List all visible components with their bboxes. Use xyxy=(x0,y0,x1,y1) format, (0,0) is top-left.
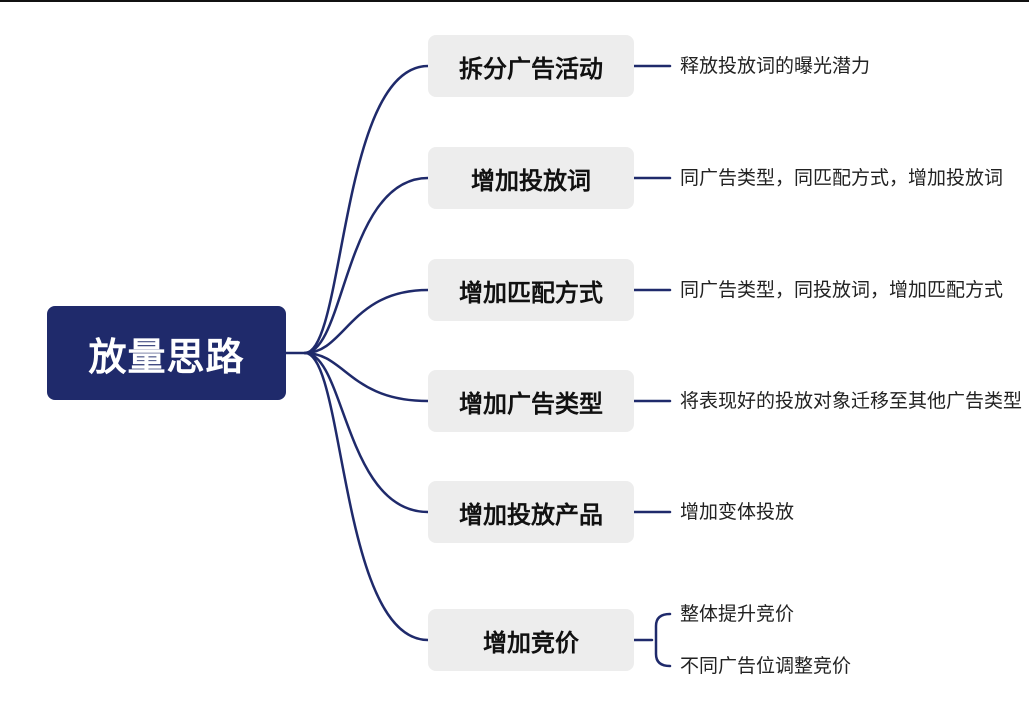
connector-to-branch-6 xyxy=(303,351,430,642)
leaf-node[interactable]: 将表现好的投放对象迁移至其他广告类型 xyxy=(680,390,1023,412)
branch-node-add-products[interactable]: 增加投放产品 xyxy=(428,481,634,543)
connector-to-branch-2 xyxy=(303,176,430,355)
leaf-node[interactable]: 同广告类型，同投放词，增加匹配方式 xyxy=(680,279,1004,301)
branch-node-label: 增加竞价 xyxy=(483,628,579,657)
top-border xyxy=(0,0,1029,2)
connector-to-branch-1 xyxy=(303,64,430,355)
root-node-label: 放量思路 xyxy=(88,334,245,379)
branch-node-label: 拆分广告活动 xyxy=(459,54,603,83)
leaf-node[interactable]: 增加变体投放 xyxy=(680,501,795,523)
branch-node-label: 增加匹配方式 xyxy=(459,278,603,307)
branch-node-add-match-type[interactable]: 增加匹配方式 xyxy=(428,259,634,321)
leaf-node[interactable]: 同广告类型，同匹配方式，增加投放词 xyxy=(680,167,1004,189)
leaf-node[interactable]: 释放投放词的曝光潜力 xyxy=(680,55,871,77)
branch-node-add-ad-type[interactable]: 增加广告类型 xyxy=(428,370,634,432)
branch-node-label: 增加投放词 xyxy=(471,166,591,195)
root-node[interactable]: 放量思路 xyxy=(47,306,286,400)
connector-leaf-6-bracket xyxy=(654,612,672,668)
connector-to-branch-3 xyxy=(303,288,430,355)
branch-node-add-keywords[interactable]: 增加投放词 xyxy=(428,147,634,209)
branch-node-label: 增加投放产品 xyxy=(459,500,603,529)
branch-node-label: 增加广告类型 xyxy=(459,389,603,418)
connector-to-branch-5 xyxy=(303,351,430,514)
leaf-node[interactable]: 整体提升竞价 xyxy=(680,603,795,625)
branch-node-add-bid[interactable]: 增加竞价 xyxy=(428,609,634,671)
leaf-node[interactable]: 不同广告位调整竞价 xyxy=(680,655,852,677)
branch-node-split-campaign[interactable]: 拆分广告活动 xyxy=(428,35,634,97)
connector-to-branch-4 xyxy=(303,351,430,403)
